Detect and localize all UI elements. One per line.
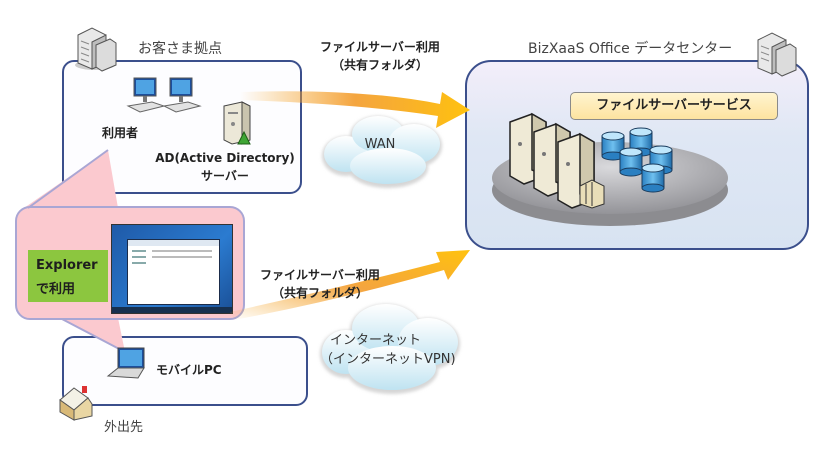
internet-cloud-icon — [320, 304, 460, 394]
internet-cloud-label-line2: （インターネットVPN) — [320, 352, 456, 367]
explorer-window — [127, 239, 220, 305]
user-pc-icon — [162, 77, 202, 113]
ad-server-icon — [223, 101, 251, 145]
wan-cloud-icon — [322, 116, 442, 188]
internet-link-label-line1: ファイルサーバー利用 — [260, 268, 380, 282]
datacenter-title: BizXaaS Office データセンター — [528, 41, 733, 57]
laptop-icon — [106, 347, 145, 379]
file-server-icon — [509, 112, 595, 209]
wan-link-label-line2: （共有フォルダ） — [331, 58, 428, 72]
database-icons — [601, 127, 673, 193]
remote-site-title: 外出先 — [104, 420, 144, 435]
user-pc-icon — [126, 77, 166, 113]
internet-arrow — [230, 250, 470, 320]
customer-site-title: お客さま拠点 — [138, 41, 222, 57]
remote-site-box — [62, 336, 308, 406]
wan-cloud-label: WAN — [364, 137, 396, 152]
ad-server-label-line1: AD(Active Directory) — [155, 151, 295, 165]
taskbar — [112, 307, 232, 313]
file-server-service-label: ファイルサーバーサービス — [570, 92, 778, 120]
internet-link-label-line2: （共有フォルダ） — [271, 286, 368, 300]
explorer-badge-line1: Explorer — [36, 258, 98, 273]
datacenter-building-icon — [757, 32, 797, 77]
explorer-screenshot — [111, 224, 233, 314]
ad-server-label-line2: サーバー — [201, 169, 249, 183]
explorer-badge: Explorer で利用 — [28, 250, 108, 302]
internet-cloud-label-line1: インターネット — [330, 333, 422, 348]
folder-icon — [579, 179, 605, 209]
explorer-badge-line2: で利用 — [36, 282, 76, 297]
wan-link-label-line1: ファイルサーバー利用 — [320, 40, 440, 54]
house-icon — [59, 386, 93, 421]
mobile-pc-label: モバイルPC — [156, 363, 222, 377]
building-icon — [75, 27, 117, 72]
users-label: 利用者 — [102, 126, 139, 140]
